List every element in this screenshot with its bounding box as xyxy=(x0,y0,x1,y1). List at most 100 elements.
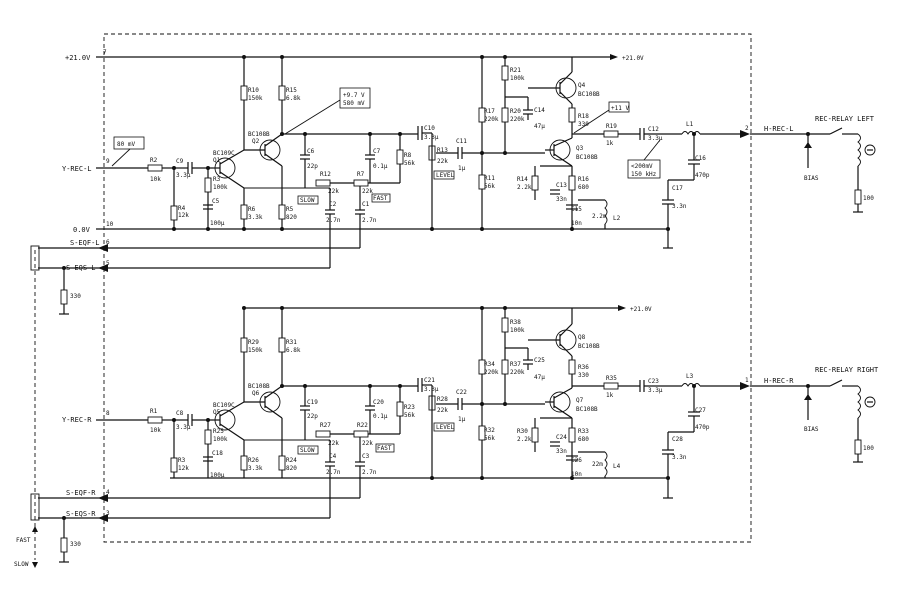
svg-text:47µ: 47µ xyxy=(534,123,545,130)
svg-text:Q6: Q6 xyxy=(252,390,260,397)
svg-text:220k: 220k xyxy=(484,116,499,123)
relay-label-left: REC-RELAY LEFT xyxy=(815,115,875,123)
svg-text:22k: 22k xyxy=(328,188,339,195)
svg-text:2.7n: 2.7n xyxy=(326,217,341,224)
svg-text:R3: R3 xyxy=(213,176,221,183)
svg-text:R27: R27 xyxy=(320,422,331,429)
svg-text:R31: R31 xyxy=(286,339,297,346)
svg-text:Q1: Q1 xyxy=(213,157,221,164)
svg-text:680: 680 xyxy=(578,184,589,191)
bias-label-left: BIAS xyxy=(804,175,819,182)
svg-text:R18: R18 xyxy=(578,113,589,120)
svg-text:C21: C21 xyxy=(424,377,435,384)
eqs-label-right: S-EQS-R xyxy=(66,510,96,518)
svg-text:470p: 470p xyxy=(695,172,710,179)
svg-text:R38: R38 xyxy=(510,319,521,326)
switch-left[interactable] xyxy=(30,245,40,271)
svg-text:2.7n: 2.7n xyxy=(362,469,377,476)
svg-text:22m: 22m xyxy=(592,461,603,468)
svg-text:22k: 22k xyxy=(362,188,373,195)
svg-text:BC109C: BC109C xyxy=(213,402,235,409)
svg-text:10: 10 xyxy=(106,221,114,228)
svg-text:R26: R26 xyxy=(248,457,259,464)
svg-text:R21: R21 xyxy=(510,67,521,74)
svg-text:BC108B: BC108B xyxy=(576,406,598,413)
svg-text:R37: R37 xyxy=(510,361,521,368)
svg-text:56k: 56k xyxy=(404,160,415,167)
svg-text:R20: R20 xyxy=(510,108,521,115)
svg-text:33n: 33n xyxy=(556,196,567,203)
svg-text:R25: R25 xyxy=(213,428,224,435)
svg-text:3.3n: 3.3n xyxy=(672,203,687,210)
svg-text:12k: 12k xyxy=(178,212,189,219)
relay-label-right: REC-RELAY RIGHT xyxy=(815,366,879,374)
output-label-left: H-REC-L xyxy=(764,125,794,133)
svg-text:1µ: 1µ xyxy=(458,416,466,423)
svg-text:9: 9 xyxy=(106,158,110,165)
svg-text:5: 5 xyxy=(106,260,110,267)
svg-text:6: 6 xyxy=(106,239,110,246)
svg-text:6.8k: 6.8k xyxy=(286,95,301,102)
svg-text:0.1µ: 0.1µ xyxy=(373,413,388,420)
svg-text:2.2k: 2.2k xyxy=(517,184,532,191)
svg-text:C3: C3 xyxy=(362,453,370,460)
svg-text:220k: 220k xyxy=(510,116,525,123)
svg-text:1k: 1k xyxy=(606,392,614,399)
svg-text:R33: R33 xyxy=(578,428,589,435)
svg-text:C16: C16 xyxy=(695,155,706,162)
resistor-r2 xyxy=(147,164,163,172)
svg-text:1µ: 1µ xyxy=(458,165,466,172)
ground-label: 0.0V xyxy=(73,226,91,234)
svg-text:C7: C7 xyxy=(373,148,381,155)
inductor-l1 xyxy=(681,131,701,135)
svg-text:Q8: Q8 xyxy=(578,334,586,341)
svg-text:2.7n: 2.7n xyxy=(362,217,377,224)
svg-text:100k: 100k xyxy=(213,436,228,443)
svg-text:330: 330 xyxy=(70,541,81,548)
svg-text:L3: L3 xyxy=(686,373,694,380)
svg-text:Q4: Q4 xyxy=(578,82,586,89)
svg-text:3.3k: 3.3k xyxy=(248,465,263,472)
svg-text:22k: 22k xyxy=(437,407,448,414)
svg-text:56k: 56k xyxy=(484,435,495,442)
svg-text:220k: 220k xyxy=(484,369,499,376)
svg-text:8: 8 xyxy=(106,410,110,417)
svg-text:22p: 22p xyxy=(307,413,318,420)
svg-text:100µ: 100µ xyxy=(210,472,225,479)
svg-text:C8: C8 xyxy=(176,410,184,417)
svg-text:R16: R16 xyxy=(578,176,589,183)
svg-text:R23: R23 xyxy=(404,404,415,411)
svg-text:4: 4 xyxy=(106,489,110,496)
slow-label-right: SLOW xyxy=(300,447,315,454)
svg-text:Q5: Q5 xyxy=(213,409,221,416)
svg-text:R10: R10 xyxy=(248,87,259,94)
svg-text:BC108B: BC108B xyxy=(578,91,600,98)
svg-text:330: 330 xyxy=(578,372,589,379)
svg-text:R7: R7 xyxy=(357,171,365,178)
svg-text:22k: 22k xyxy=(437,158,448,165)
svg-text:C5: C5 xyxy=(212,198,220,205)
junction-dots xyxy=(62,55,810,520)
svg-text:7: 7 xyxy=(103,49,107,56)
svg-text:3.3µ: 3.3µ xyxy=(648,387,663,394)
svg-text:R8: R8 xyxy=(404,152,412,159)
switch-right[interactable] xyxy=(30,493,40,521)
svg-text:L1: L1 xyxy=(686,121,694,128)
svg-text:2.2k: 2.2k xyxy=(517,436,532,443)
svg-text:10n: 10n xyxy=(571,471,582,478)
inductor-l3 xyxy=(681,383,701,387)
svg-text:R15: R15 xyxy=(286,87,297,94)
svg-text:C22: C22 xyxy=(456,389,467,396)
svg-text:R12: R12 xyxy=(320,171,331,178)
svg-text:580 mV: 580 mV xyxy=(343,100,365,107)
svg-text:3: 3 xyxy=(106,510,110,517)
svg-text:R5: R5 xyxy=(286,206,294,213)
switch-fast-label: FAST xyxy=(16,537,31,544)
svg-text:22k: 22k xyxy=(362,440,373,447)
svg-text:L2: L2 xyxy=(613,215,621,222)
svg-text:3.3µ: 3.3µ xyxy=(648,135,663,142)
svg-text:820: 820 xyxy=(286,465,297,472)
supply-label: +21.0V xyxy=(65,54,91,62)
svg-text:R24: R24 xyxy=(286,457,297,464)
fast-label-left: FAST xyxy=(373,195,388,202)
